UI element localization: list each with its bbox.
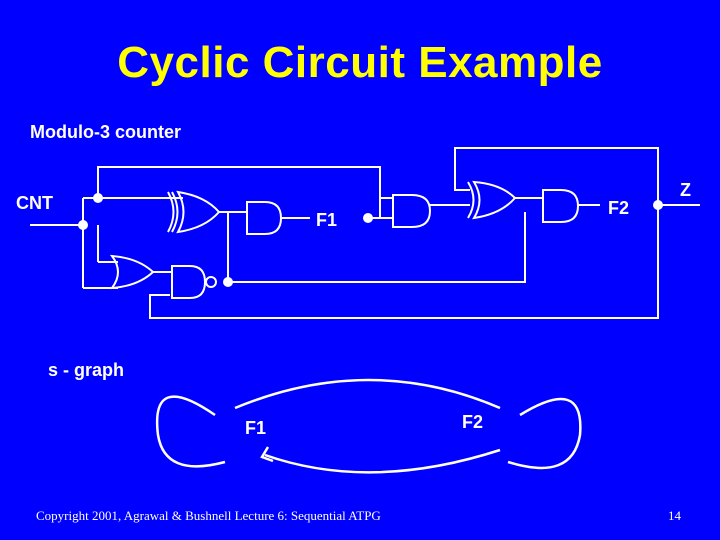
circuit-wires — [30, 147, 700, 319]
logic-gates — [109, 180, 580, 299]
and-3-gate — [542, 189, 580, 223]
sgraph-subtitle: s - graph — [48, 360, 125, 380]
slide-title: Cyclic Circuit Example — [117, 38, 603, 87]
junction-dots — [78, 193, 663, 287]
sgraph-node-f2: F2 — [462, 412, 484, 432]
xnor-2-gate — [472, 180, 517, 220]
or-gate — [109, 254, 155, 290]
and-1-gate — [246, 201, 283, 235]
inverter-bubble — [205, 276, 217, 288]
f1-to-f2-edge — [234, 378, 501, 410]
page-number: 14 — [668, 508, 681, 523]
xnor-1-back-arc — [171, 191, 179, 233]
f2-self-loop — [507, 397, 582, 470]
z-output-label: Z — [680, 180, 691, 200]
sgraph-node-f1: F1 — [245, 418, 267, 438]
sgraph-edges — [155, 378, 582, 474]
flipflop-f1-label: F1 — [316, 210, 338, 230]
cnt-input-label: CNT — [16, 193, 53, 213]
counter-subtitle: Modulo-3 counter — [30, 122, 181, 142]
arrowhead-to-f1 — [260, 446, 274, 463]
f1-self-loop — [155, 395, 226, 468]
and-4-gate — [171, 265, 207, 299]
f2-to-f1-edge — [264, 448, 501, 474]
and-2-gate — [392, 194, 432, 228]
flipflop-f2-label: F2 — [608, 198, 630, 218]
xnor-1-gate — [176, 190, 221, 234]
footer-copyright: Copyright 2001, Agrawal & Bushnell Lectu… — [36, 508, 381, 523]
